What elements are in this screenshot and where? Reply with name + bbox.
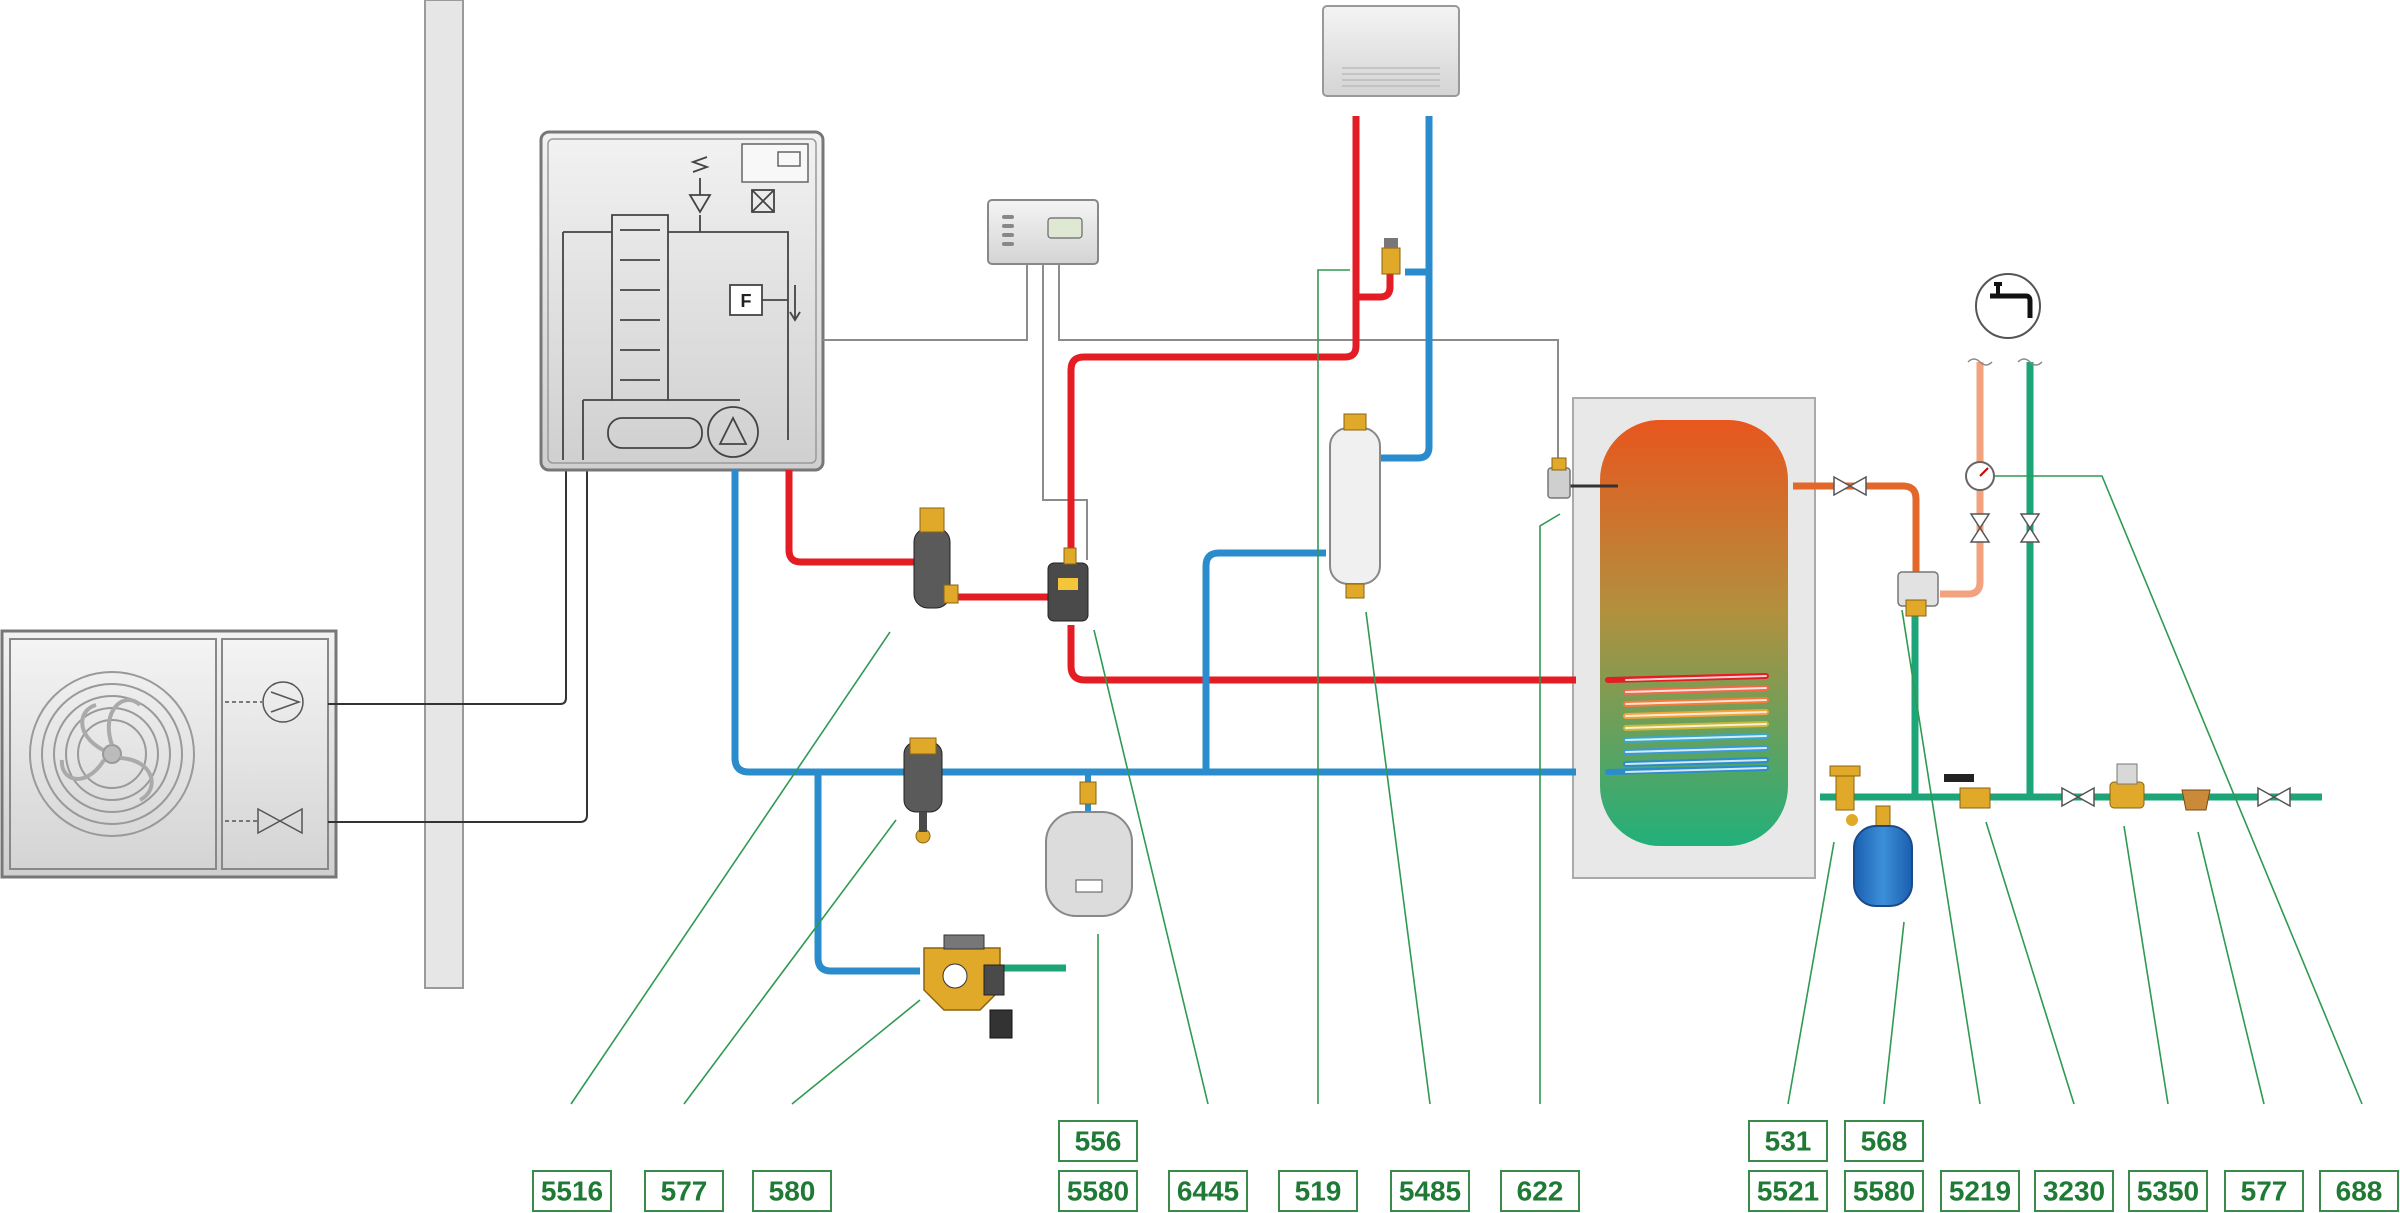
controller-wire-valve <box>1042 264 1088 560</box>
controller-wire-sensor <box>1058 264 1559 468</box>
svg-text:5521: 5521 <box>1757 1176 1819 1207</box>
expansion-vessel-5580 <box>1045 772 1133 917</box>
hydraulic-separator-5485 <box>1329 413 1381 599</box>
pressure-reducing-valve-5350 <box>2109 763 2145 809</box>
system-controller <box>987 199 1099 265</box>
return-pipe-buffer-to-fancoil <box>1378 116 1433 462</box>
svg-text:5580: 5580 <box>1067 1176 1129 1207</box>
tank-temperature-sensor <box>1547 457 1571 499</box>
return-pipe-to-buffer <box>1202 549 1326 772</box>
code-5521: 5521 <box>1748 1170 1828 1212</box>
outdoor-valve-icon <box>225 807 303 835</box>
dhw-hot-outlet-pipe <box>1793 482 1920 582</box>
dhw-mixed-pipe <box>1940 362 1984 598</box>
outdoor-heat-pump-unit <box>0 629 338 879</box>
indoor-heat-pump-unit: F <box>539 130 825 472</box>
controller-wire-indoor <box>823 264 1028 341</box>
flow-pipe-valve-to-fancoil <box>1067 116 1360 560</box>
code-5485: 5485 <box>1390 1170 1470 1212</box>
thermostatic-mixing-valve-5219 <box>1897 571 1939 617</box>
air-vent-icon <box>751 189 775 213</box>
svg-text:5219: 5219 <box>1949 1176 2011 1207</box>
dhw-expansion-vessel-5580 <box>1853 805 1913 907</box>
code-5219: 5219 <box>1940 1170 2020 1212</box>
dhw-storage-tank <box>1570 397 1816 879</box>
code-577-strainer: 577 <box>2224 1170 2304 1212</box>
tap-icon <box>1975 273 2041 339</box>
svg-text:5350: 5350 <box>2137 1176 2199 1207</box>
shut-off-valves <box>1833 475 2291 808</box>
code-580: 580 <box>752 1170 832 1212</box>
svg-text:577: 577 <box>661 1176 708 1207</box>
fan-icon <box>29 671 195 837</box>
svg-text:577: 577 <box>2241 1176 2288 1207</box>
zone-valve-6445 <box>1047 547 1089 622</box>
flow-pipe-to-air-vent <box>1356 270 1394 301</box>
code-3230: 3230 <box>2034 1170 2114 1212</box>
svg-text:3230: 3230 <box>2043 1176 2105 1207</box>
svg-text:6445: 6445 <box>1177 1176 1239 1207</box>
code-519: 519 <box>1278 1170 1358 1212</box>
code-556: 556 <box>1058 1120 1138 1162</box>
code-5580-heating: 5580 <box>1058 1170 1138 1212</box>
code-6445: 6445 <box>1168 1170 1248 1212</box>
svg-text:519: 519 <box>1295 1176 1342 1207</box>
pipe-break-marks <box>1967 358 2043 366</box>
svg-text:688: 688 <box>2336 1176 2383 1207</box>
code-5580-dhw: 5580 <box>1844 1170 1924 1212</box>
filling-unit-580 <box>923 934 1013 1039</box>
code-531: 531 <box>1748 1120 1828 1162</box>
svg-text:568: 568 <box>1861 1126 1908 1157</box>
code-568: 568 <box>1844 1120 1924 1162</box>
svg-text:5580: 5580 <box>1853 1176 1915 1207</box>
indoor-unit-display <box>741 143 809 183</box>
svg-text:580: 580 <box>769 1176 816 1207</box>
leader-lines <box>570 269 2363 1105</box>
safety-valve-icon <box>688 156 712 214</box>
code-5350: 5350 <box>2128 1170 2208 1212</box>
tank-heating-coil <box>1605 673 1769 775</box>
refrigerant-line-2 <box>328 470 588 823</box>
refrigerant-line-1 <box>328 470 567 705</box>
magnetic-filter-577 <box>903 737 943 844</box>
flow-switch-letter: F <box>741 291 752 311</box>
building-wall <box>424 0 464 989</box>
expansion-vessel-icon <box>607 417 703 449</box>
thermometer-688 <box>1965 461 1995 491</box>
circulator-pump-icon <box>707 406 759 458</box>
fan-coil-unit <box>1322 5 1460 97</box>
ball-valve-3230 <box>1944 774 1991 809</box>
return-pipe-to-filling-unit <box>814 772 920 975</box>
svg-text:5516: 5516 <box>541 1176 603 1207</box>
svg-text:556: 556 <box>1075 1126 1122 1157</box>
dirt-separator-5516 <box>913 507 959 609</box>
air-vent-519 <box>1381 238 1401 275</box>
svg-text:622: 622 <box>1517 1176 1564 1207</box>
outdoor-pump-icon <box>225 681 304 723</box>
strainer-577 <box>2181 789 2211 811</box>
flow-pipe-unit-to-separator <box>785 470 918 566</box>
code-577-magnetic-filter: 577 <box>644 1170 724 1212</box>
code-5516: 5516 <box>532 1170 612 1212</box>
svg-text:531: 531 <box>1765 1126 1812 1157</box>
flow-pipe-valve-to-tank <box>1067 625 1576 684</box>
return-pipe-main <box>731 470 1576 776</box>
code-622: 622 <box>1500 1170 1580 1212</box>
safety-valve-531 <box>1829 765 1861 826</box>
code-688: 688 <box>2319 1170 2399 1212</box>
svg-text:5485: 5485 <box>1399 1176 1461 1207</box>
